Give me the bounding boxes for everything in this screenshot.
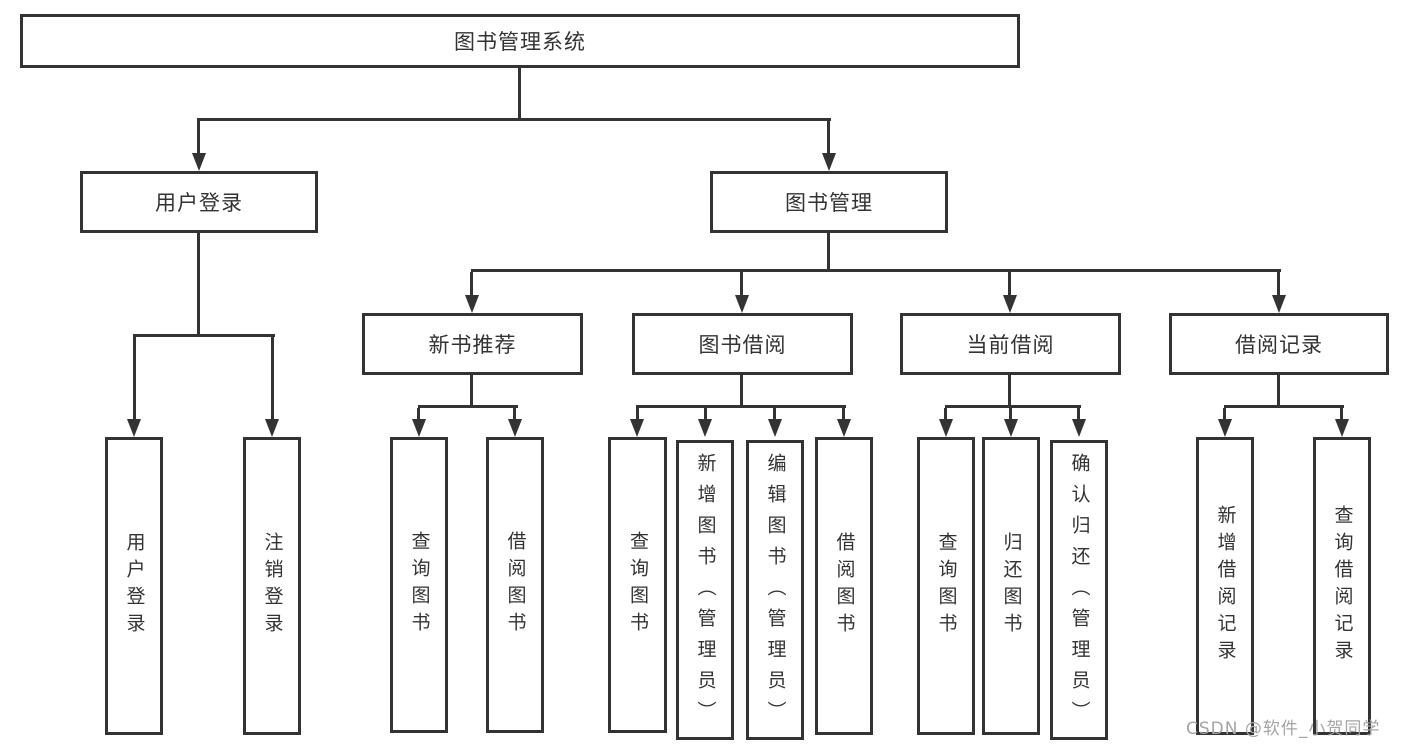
leaf-confirm-return-admin: 确认归还（管理员） — [1050, 440, 1108, 740]
leaf-user-login: 用户登录 — [105, 437, 163, 735]
connector-line — [133, 337, 136, 421]
leaf-edit-book-admin: 编辑图书（管理员） — [746, 440, 804, 740]
connector-line — [636, 405, 846, 408]
arrow-down-icon — [127, 419, 141, 437]
leaf-add-book-admin: 新增图书（管理员） — [676, 440, 734, 740]
leaf-borrowing-query-book: 查询图书 — [608, 437, 667, 733]
arrow-down-icon — [1003, 295, 1017, 313]
csdn-watermark: CSDN @软件_小贺同学 — [1186, 719, 1381, 739]
connector-line — [470, 375, 473, 408]
node-new-book-recommendation: 新书推荐 — [362, 313, 583, 375]
connector-line — [470, 272, 473, 297]
node-root-library-system: 图书管理系统 — [20, 14, 1020, 68]
connector-line — [1277, 272, 1280, 297]
leaf-recommend-borrow-book: 借阅图书 — [486, 437, 544, 733]
connector-line — [197, 233, 200, 337]
arrow-down-icon — [698, 419, 712, 437]
connector-line — [704, 408, 707, 421]
leaf-current-query-book: 查询图书 — [917, 437, 975, 735]
arrow-down-icon — [192, 153, 206, 171]
connector-line — [945, 405, 1081, 408]
connector-line — [197, 118, 831, 121]
arrow-down-icon — [508, 419, 522, 437]
connector-line — [1008, 272, 1011, 297]
connector-line — [133, 334, 275, 337]
arrow-down-icon — [1335, 419, 1349, 437]
connector-line — [513, 408, 516, 421]
connector-line — [418, 405, 518, 408]
arrow-down-icon — [265, 419, 279, 437]
connector-line — [1224, 405, 1344, 408]
arrow-down-icon — [1004, 419, 1018, 437]
arrow-down-icon — [822, 153, 836, 171]
leaf-add-borrow-record: 新增借阅记录 — [1196, 437, 1254, 735]
connector-line — [773, 408, 776, 421]
connector-line — [1277, 375, 1280, 408]
connector-line — [1077, 408, 1080, 421]
connector-line — [1008, 375, 1011, 408]
arrow-down-icon — [465, 295, 479, 313]
connector-line — [471, 269, 1281, 272]
leaf-logout: 注销登录 — [243, 437, 301, 735]
connector-line — [944, 408, 947, 421]
node-user-login: 用户登录 — [80, 171, 318, 233]
arrow-down-icon — [939, 419, 953, 437]
node-borrowing-records: 借阅记录 — [1169, 313, 1389, 375]
connector-line — [197, 121, 200, 155]
connector-line — [636, 408, 639, 421]
node-book-management: 图书管理 — [710, 171, 948, 233]
leaf-return-book: 归还图书 — [982, 437, 1040, 735]
connector-line — [1009, 408, 1012, 421]
arrow-down-icon — [735, 295, 749, 313]
connector-line — [271, 337, 274, 421]
connector-line — [1340, 408, 1343, 421]
arrow-down-icon — [768, 419, 782, 437]
arrow-down-icon — [1272, 295, 1286, 313]
connector-line — [740, 272, 743, 297]
connector-line — [827, 121, 830, 155]
leaf-recommend-query-book: 查询图书 — [390, 437, 448, 733]
connector-line — [518, 68, 521, 121]
arrow-down-icon — [412, 419, 426, 437]
arrow-down-icon — [837, 419, 851, 437]
arrow-down-icon — [1218, 419, 1232, 437]
leaf-borrowing-borrow-book: 借阅图书 — [815, 437, 873, 735]
leaf-query-borrow-record: 查询借阅记录 — [1313, 437, 1371, 735]
node-current-borrowing: 当前借阅 — [900, 313, 1121, 375]
arrow-down-icon — [1072, 419, 1086, 437]
connector-line — [827, 233, 830, 272]
node-book-borrowing: 图书借阅 — [632, 313, 853, 375]
connector-line — [842, 408, 845, 421]
connector-line — [740, 375, 743, 408]
connector-line — [417, 408, 420, 421]
connector-line — [1223, 408, 1226, 421]
arrow-down-icon — [630, 419, 644, 437]
